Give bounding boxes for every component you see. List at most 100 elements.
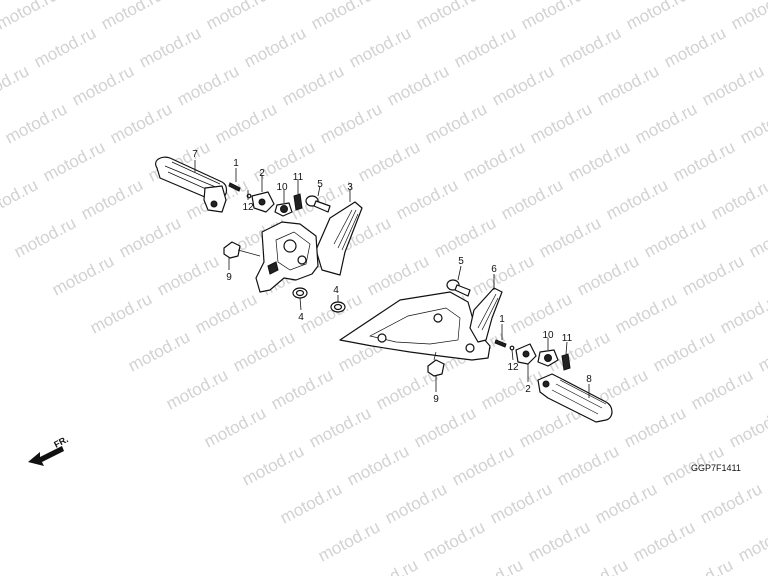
watermark-text: motod.ru	[574, 251, 642, 299]
watermark-text: motod.ru	[755, 327, 768, 375]
watermark-text: motod.ru	[174, 61, 242, 109]
watermark-text: motod.ru	[460, 137, 528, 185]
watermark-text: motod.ru	[431, 213, 499, 261]
callout-10: 10	[276, 182, 288, 193]
watermark-text: motod.ru	[661, 23, 729, 71]
callout-10b: 10	[542, 330, 554, 341]
watermark-text: motod.ru	[737, 99, 768, 147]
callout-labels: 7 1 2 10 11 5 3 12 9 4 4 5 6 1 12 2 10 1…	[192, 149, 592, 405]
callout-9b: 9	[433, 394, 439, 405]
watermark-text: motod.ru	[623, 0, 691, 34]
watermark-text: motod.ru	[764, 441, 768, 489]
steel-ball-left	[274, 202, 293, 217]
watermark-text: motod.ru	[556, 23, 624, 71]
watermark-text: motod.ru	[603, 175, 671, 223]
watermark-text: motod.ru	[717, 289, 768, 337]
front-direction-arrow: FR.	[28, 434, 70, 466]
watermark-text: motod.ru	[411, 403, 479, 451]
watermark-text: motod.ru	[630, 517, 698, 565]
ball-plate-right	[515, 343, 537, 365]
pin-left	[228, 182, 241, 192]
arrow-icon	[28, 446, 64, 466]
watermark-text: motod.ru	[563, 555, 631, 576]
step-bracket-left	[255, 221, 319, 293]
watermark-text: motod.ru	[641, 213, 709, 261]
watermark-text: motod.ru	[315, 517, 383, 565]
watermark-text: motod.ru	[277, 479, 345, 527]
watermark-text: motod.ru	[458, 555, 526, 576]
watermark-text: motod.ru	[708, 175, 768, 223]
pin-5-left	[305, 195, 331, 213]
step-bracket-right	[339, 291, 491, 361]
steel-ball-right	[537, 349, 559, 367]
right-footpeg-assembly	[330, 279, 613, 423]
callout-2: 2	[259, 168, 265, 179]
watermark-text: motod.ru	[69, 61, 137, 109]
watermark-text: motod.ru	[384, 61, 452, 109]
watermark-text: motod.ru	[451, 23, 519, 71]
watermark-text: motod.ru	[489, 61, 557, 109]
callout-11: 11	[293, 172, 304, 183]
watermark-text: motod.ru	[268, 365, 336, 413]
watermark-text: motod.ru	[697, 479, 765, 527]
watermark-text: motod.ru	[498, 175, 566, 223]
bolt-left	[223, 241, 261, 259]
bolt-right	[427, 351, 445, 377]
watermark-text: motod.ru	[726, 403, 768, 451]
watermark-text: motod.ru	[668, 555, 736, 576]
watermark-text: motod.ru	[116, 213, 184, 261]
diagram-code: GGP7F1411	[691, 463, 741, 473]
watermark-text: motod.ru	[735, 517, 768, 565]
watermark-text: motod.ru	[163, 365, 231, 413]
watermark-text: motod.ru	[507, 289, 575, 337]
pin-5-right	[446, 279, 471, 297]
callout-5: 5	[317, 179, 323, 190]
spring-right	[561, 353, 571, 371]
watermark-text: motod.ru	[592, 479, 660, 527]
watermark-text: motod.ru	[201, 403, 269, 451]
washer-right	[509, 345, 515, 351]
pin-right	[494, 339, 507, 348]
callout-1b: 1	[499, 314, 505, 325]
watermark-text: motod.ru	[344, 441, 412, 489]
watermark-text: motod.ru	[527, 99, 595, 147]
watermark-text: motod.ru	[279, 61, 347, 109]
watermark-text: motod.ru	[393, 175, 461, 223]
watermark-text: motod.ru	[154, 251, 222, 299]
watermark-text: motod.ru	[679, 251, 747, 299]
callout-12: 12	[242, 202, 254, 213]
watermark-text: motod.ru	[107, 99, 175, 147]
watermark-text: motod.ru	[612, 289, 680, 337]
watermark-text: motod.ru	[203, 0, 271, 34]
watermark-text: motod.ru	[355, 137, 423, 185]
watermark-text: motod.ru	[2, 99, 70, 147]
watermark-text: motod.ru	[487, 479, 555, 527]
watermark-text: motod.ru	[650, 327, 718, 375]
direction-label: FR.	[52, 434, 69, 450]
watermark-text: motod.ru	[449, 441, 517, 489]
watermark-text: motod.ru	[670, 137, 738, 185]
callout-9: 9	[226, 272, 232, 283]
watermark-text: motod.ru	[31, 23, 99, 71]
watermark-text: motod.ru	[688, 365, 756, 413]
watermark-text: motod.ru	[317, 99, 385, 147]
watermark-text: motod.ru	[230, 327, 298, 375]
watermark-text: motod.ru	[469, 251, 537, 299]
watermark-text: motod.ru	[346, 23, 414, 71]
watermark-text: motod.ru	[192, 289, 260, 337]
watermark-text: motod.ru	[353, 555, 421, 576]
leader-lines	[194, 160, 590, 398]
watermark-text: motod.ru	[382, 479, 450, 527]
watermark-text: motod.ru	[525, 517, 593, 565]
watermark-text: motod.ru	[241, 23, 309, 71]
watermark-text: motod.ru	[125, 327, 193, 375]
watermark-text: motod.ru	[420, 517, 488, 565]
watermark-text: motod.ru	[308, 0, 376, 34]
callout-12b: 12	[507, 362, 519, 373]
watermark-text: motod.ru	[699, 61, 767, 109]
callout-5b: 5	[458, 256, 464, 267]
watermark-text: motod.ru	[594, 61, 662, 109]
watermark-text: motod.ru	[621, 403, 689, 451]
footpeg-right	[537, 373, 613, 423]
spring-left	[293, 193, 303, 211]
